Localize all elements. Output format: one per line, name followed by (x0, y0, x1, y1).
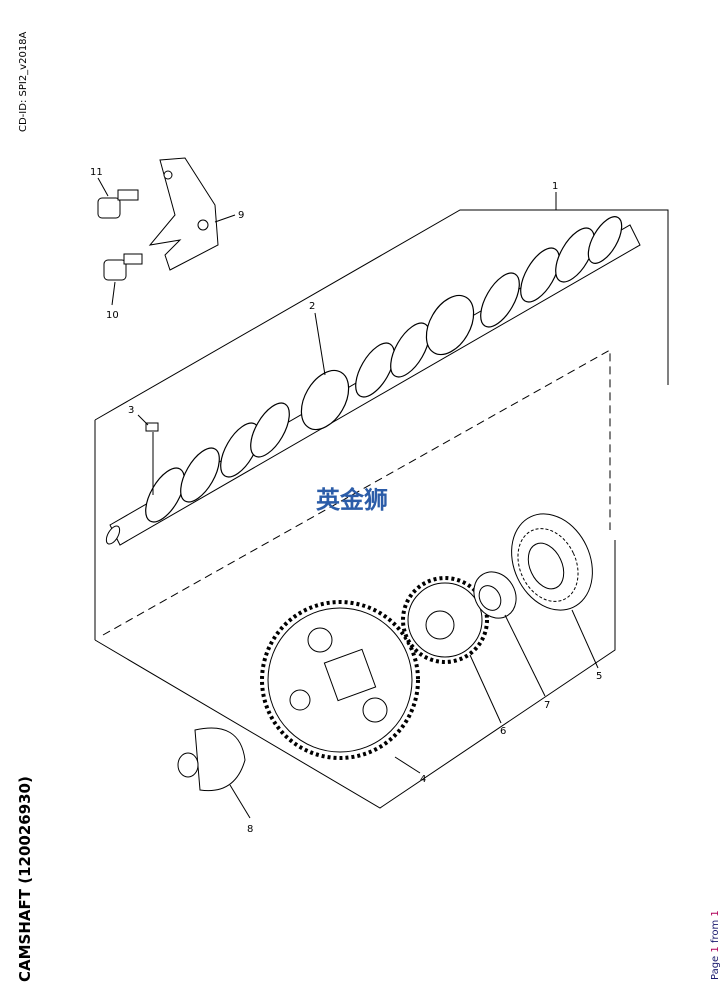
bearing-part (511, 513, 593, 611)
callout-10: 10 (106, 310, 119, 321)
key-part (145, 422, 159, 432)
callout-5: 5 (596, 671, 602, 682)
callout-8: 8 (247, 824, 253, 835)
plug-part (177, 727, 246, 792)
callout-3: 3 (128, 405, 134, 416)
callout-9: 9 (238, 210, 244, 221)
callout-11: 11 (90, 167, 103, 178)
small-gear-part (401, 576, 489, 664)
callout-4: 4 (420, 774, 426, 785)
watermark: 英金狮 (316, 486, 388, 514)
callout-6: 6 (500, 726, 506, 737)
assembly-frame (94, 209, 669, 809)
spacer-ring-part (473, 571, 517, 619)
camshaft-part (105, 216, 641, 546)
camshaft-gear-part (260, 600, 420, 760)
callout-2: 2 (309, 301, 315, 312)
callout-labels: 1 2 3 4 5 6 7 8 9 10 11 英金狮 (90, 167, 602, 835)
callout-1: 1 (552, 181, 558, 192)
leader-lines (97, 177, 599, 819)
bolt-part (97, 189, 143, 281)
bracket-part (148, 157, 219, 271)
callout-7: 7 (544, 700, 550, 711)
